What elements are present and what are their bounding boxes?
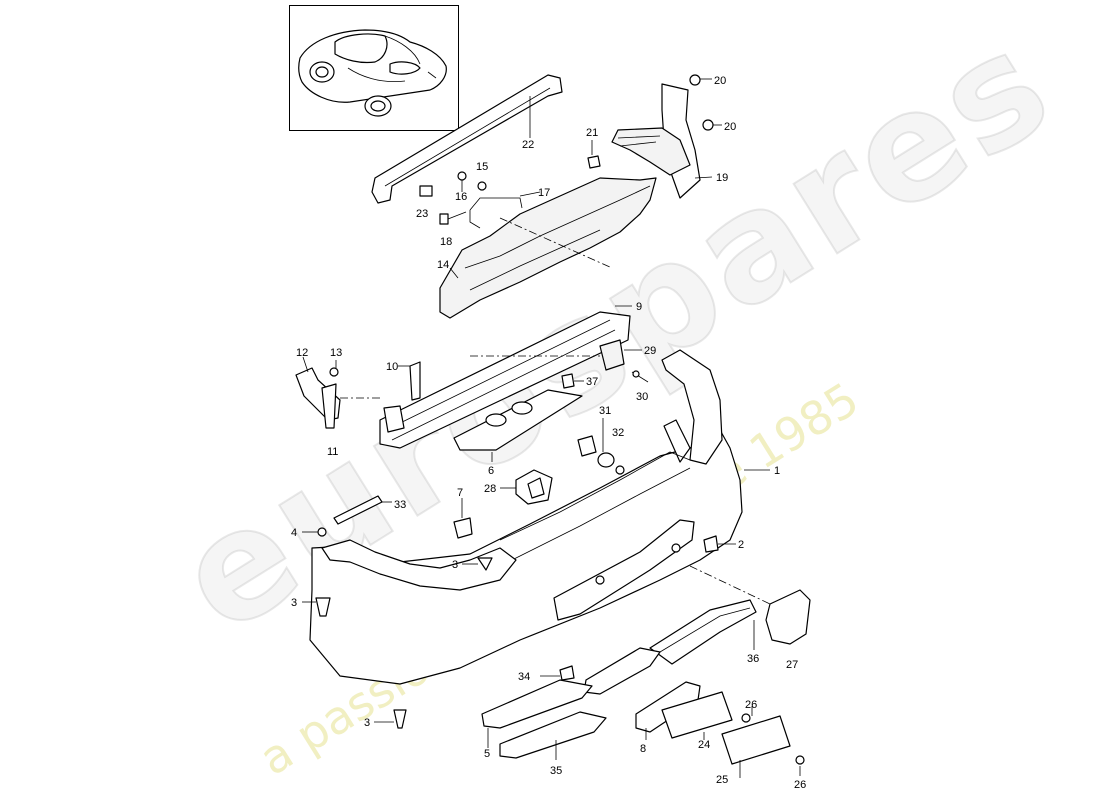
callout-c14: 14 [437,259,449,271]
callout-c5: 5 [484,748,490,760]
callout-c32: 32 [612,427,624,439]
part-12-bracket [295,356,421,429]
part-22-rail [371,74,563,204]
part-36-34-diffuser [481,599,757,760]
callout-c37: 37 [586,376,598,388]
car-thumbnail [289,5,459,131]
callout-c30: 30 [636,391,648,403]
callout-c11: 11 [327,446,338,458]
callout-c23: 23 [416,208,428,220]
callout-c26a: 26 [745,699,757,711]
car-outline-icon [298,29,447,117]
callout-c13: 13 [330,347,342,359]
callout-c9: 9 [636,301,642,313]
callout-c10: 10 [386,361,398,373]
part-19-bracket [611,74,722,199]
callout-c21: 21 [586,127,598,139]
callout-c4: 4 [291,527,297,539]
part-2-clip [703,535,736,553]
callout-c29: 29 [644,345,656,357]
part-21-nut [587,140,601,169]
callout-c20b: 20 [724,121,736,133]
callout-c20a: 20 [714,75,726,87]
callout-c25: 25 [716,774,728,786]
callout-c28: 28 [484,483,496,495]
callout-c6: 6 [488,465,494,477]
callout-c3b: 3 [291,597,297,609]
callout-c12: 12 [296,347,308,359]
callout-c16: 16 [455,191,467,203]
callout-c26b: 26 [794,779,806,791]
callout-c24: 24 [698,739,710,751]
callout-c18: 18 [440,236,452,248]
part-37-31-32 [561,373,625,475]
part-9-crossmember [379,305,632,449]
part-6-panel [453,389,583,462]
callout-c34: 34 [518,671,530,683]
callout-c33: 33 [394,499,406,511]
callout-c31: 31 [599,405,611,417]
part-1-bumper-cover [309,349,770,685]
part-3-screws [302,557,493,729]
callout-c22: 22 [522,139,534,151]
callout-c15: 15 [476,161,488,173]
callout-c19: 19 [716,172,728,184]
part-27-cap [689,565,811,645]
part-8-24-25-26 [635,681,805,778]
callout-c8: 8 [640,743,646,755]
callout-c7: 7 [457,487,463,499]
part-28-7-33-4 [302,469,553,539]
small-fasteners-top [419,171,541,229]
callout-c17: 17 [538,187,550,199]
callout-c1: 1 [774,465,780,477]
callout-c36: 36 [747,653,759,665]
callout-c3c: 3 [364,717,370,729]
callout-c35: 35 [550,765,562,777]
part-14-heat-shield [439,177,657,319]
callout-c3a: 3 [452,559,458,571]
callout-c2: 2 [738,539,744,551]
callout-c27: 27 [786,659,798,671]
part-29-30 [599,339,649,383]
